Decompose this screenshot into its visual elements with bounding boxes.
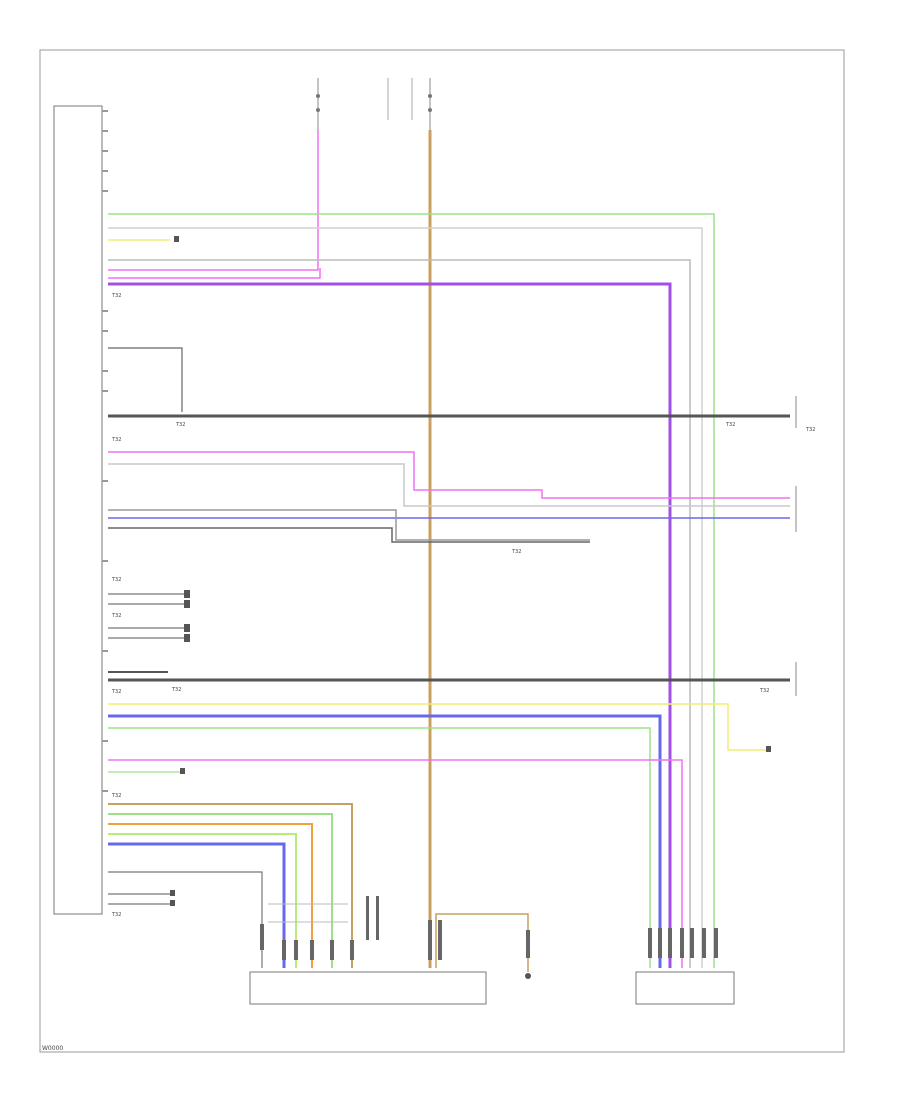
connector-label: T32 [111,689,121,695]
pink-wire-lower [108,759,683,968]
fuse-block-left [316,78,389,130]
ground-point-icon [525,973,531,979]
lime-wire-bundle [108,833,297,968]
connector-label: T32 [725,422,735,428]
blue-wire-lower [108,714,662,968]
green-wire-lower [108,727,651,968]
orange-wire-bundle [108,823,313,968]
grey-wire-mid [108,463,790,507]
dark-wire-bundle [108,871,263,968]
green-wire-top [108,213,715,968]
connector-label: T32 [171,687,181,693]
ground-symbol-group [170,236,771,906]
connector-label: T32 [805,427,815,433]
brown-wire-bundle [108,803,353,968]
dark-bus-wire-1b [108,347,183,412]
grey-wire-2 [108,259,691,968]
fuse-block-right [411,78,432,130]
connector-label: T32 [111,577,121,583]
module-pin-column [102,110,108,792]
connector-label: T32 [759,688,769,694]
dark-wire-mid [108,527,590,543]
right-module-pins [648,928,718,958]
green-wire-bundle [108,813,333,968]
connector-label: T32 [111,912,121,918]
connector-label: T32 [111,793,121,799]
footer-code: W0000 [42,1045,63,1052]
connector-label: T32 [111,437,121,443]
connector-label: T32 [111,293,121,299]
connector-label: T32 [111,613,121,619]
blue-wire-bundle [108,842,286,968]
grey-wire-top [108,227,703,968]
grey-wire-mid-2 [108,509,590,541]
pink-feed-wire [108,130,319,271]
connector-label: T32 [175,422,185,428]
center-bottom-module [249,971,487,1005]
right-bottom-module [635,971,735,1005]
yellow-wire-lower [108,703,770,751]
brown-ground-wire [435,913,529,972]
pink-wire-2 [108,268,321,279]
pink-wire-mid [108,451,790,499]
violet-wire-top [108,282,672,968]
center-module-pins [260,896,530,960]
page-frame [39,49,845,1053]
connector-label: T32 [511,549,521,555]
main-control-module [53,105,103,915]
